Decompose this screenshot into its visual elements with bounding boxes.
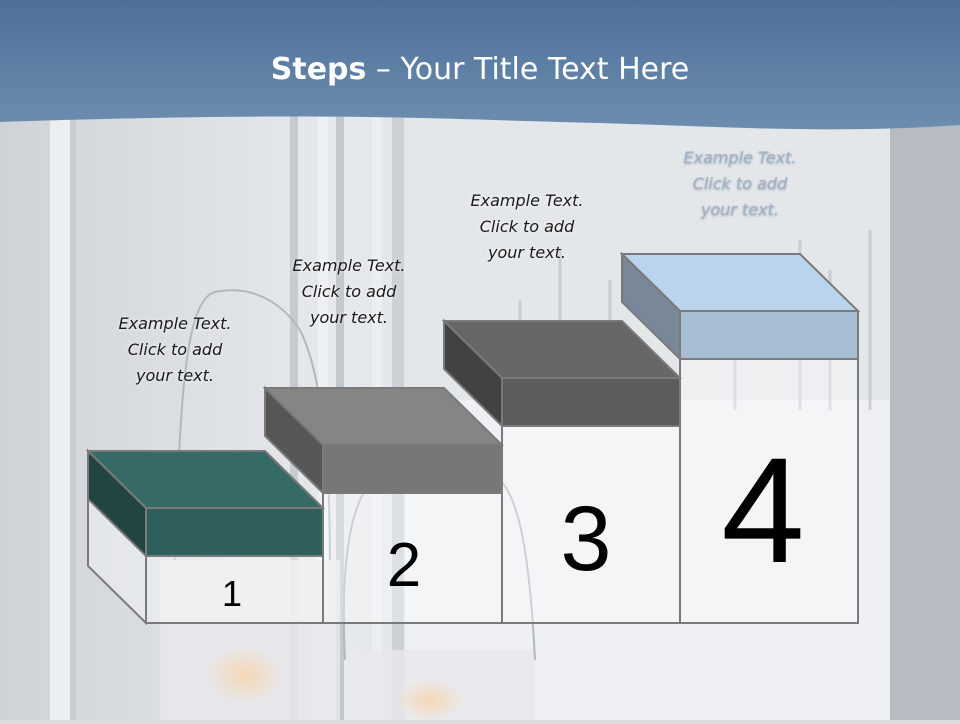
step-1-number: 1 <box>222 573 242 614</box>
step-3-text[interactable]: Example Text. Click to add your text. <box>437 188 617 266</box>
step-2-text[interactable]: Example Text. Click to add your text. <box>259 253 439 331</box>
step-1-front-face <box>145 507 324 557</box>
step-4-line-1: Example Text. <box>683 148 797 167</box>
step-2-number: 2 <box>387 531 421 600</box>
step-3-line-1: Example Text. <box>470 191 584 210</box>
step-1-text[interactable]: Example Text. Click to add your text. <box>85 311 265 389</box>
step-4-front-face <box>679 310 859 360</box>
step-4-column <box>679 358 859 624</box>
title-rest: – Your Title Text Here <box>366 52 690 87</box>
step-2-line-2: Click to add <box>301 282 397 301</box>
step-1-line-1: Example Text. <box>118 314 232 333</box>
step-2-line-3: your text. <box>309 308 388 327</box>
step-4-line-3: your text. <box>700 200 779 219</box>
header-band <box>0 0 960 130</box>
step-4-text[interactable]: Example Text. Click to add your text. <box>650 145 830 223</box>
steps-diagram: 1 2 3 4 <box>85 251 861 626</box>
step-2-line-1: Example Text. <box>292 256 406 275</box>
step-4-line-2: Click to add <box>692 174 788 193</box>
step-1-column <box>145 555 324 624</box>
page-title: Steps – Your Title Text Here <box>0 52 960 87</box>
title-bold: Steps <box>270 52 367 87</box>
step-3-front-face <box>501 377 681 427</box>
step-1-line-2: Click to add <box>127 340 223 359</box>
step-3-line-2: Click to add <box>479 217 575 236</box>
step-2-front-face <box>322 444 503 494</box>
step-4-number: 4 <box>721 426 804 594</box>
step-2-column <box>322 492 503 624</box>
step-3-number: 3 <box>560 488 611 590</box>
step-1-line-3: your text. <box>135 366 214 385</box>
step-3-line-3: your text. <box>487 243 566 262</box>
